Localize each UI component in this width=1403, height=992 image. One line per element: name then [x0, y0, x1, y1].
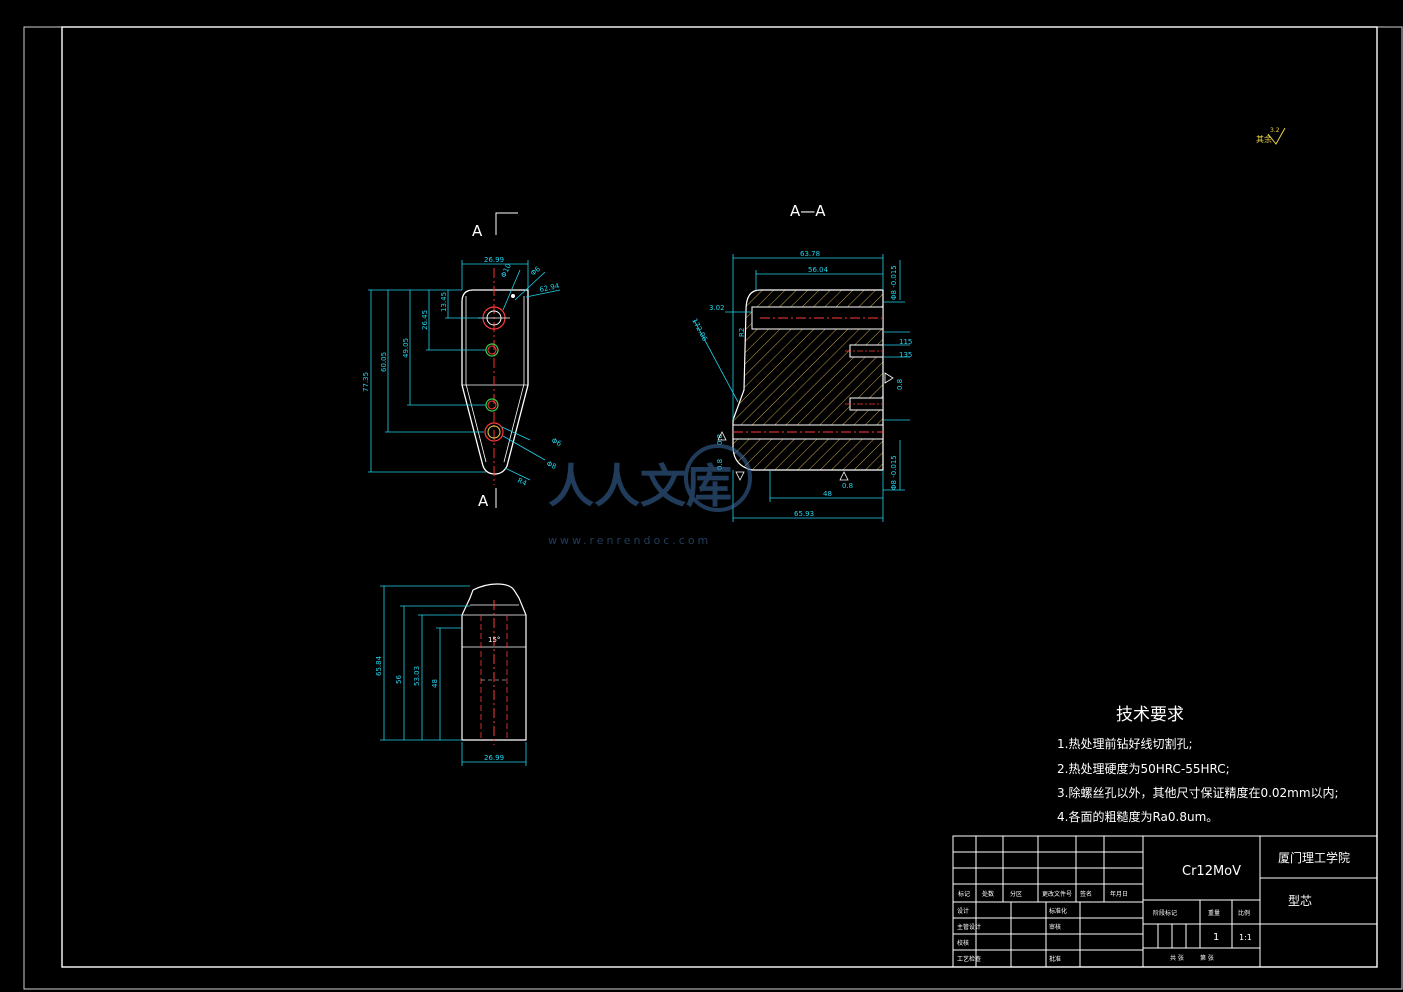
section-mark-top: A: [472, 222, 483, 240]
title-block-text: Cr12MoV 厦门理工学院 型芯 标记 处数 分区 更改文件号 签名 年月日 …: [957, 850, 1350, 963]
dim-ra-bottom: 0.8: [842, 482, 853, 490]
dim-ra-right: 0.8: [896, 379, 904, 390]
watermark: 人人文库 www.renrendoc.com: [548, 444, 752, 547]
dim-tol-top: Φ8 -0.015: [890, 265, 898, 300]
header-count: 处数: [982, 890, 994, 898]
header-date: 年月日: [1110, 890, 1128, 898]
roughness-symbol-icon: [839, 471, 849, 481]
section-view: A—A: [690, 202, 912, 522]
watermark-text: 人人文库: [548, 459, 732, 513]
school-name: 厦门理工学院: [1278, 850, 1350, 865]
sheet-number: 第 张: [1200, 954, 1214, 962]
dim-ra-mid: 0.8: [716, 434, 724, 445]
title-block: [952, 835, 1378, 968]
tech-item-3: 3.除螺丝孔以外，其他尺寸保证精度在0.02mm以内;: [1057, 785, 1339, 800]
header-zone: 分区: [1010, 890, 1022, 898]
dim-w-inner: 56.04: [808, 266, 829, 274]
quantity: 1: [1213, 932, 1219, 943]
tech-title: 技术要求: [1116, 705, 1184, 725]
dim-h5: 77.35: [362, 372, 370, 392]
dim-h-53: 53.03: [413, 666, 421, 686]
row-process: 工艺检查: [957, 955, 981, 963]
weight-label: 重量: [1208, 909, 1220, 917]
dim-width: 26.99: [484, 754, 504, 762]
row-review: 审核: [1049, 923, 1061, 931]
watermark-url: www.renrendoc.com: [548, 534, 711, 547]
tech-requirements: 技术要求 1.热处理前钻好线切割孔; 2.热处理硬度为50HRC-55HRC; …: [1057, 705, 1339, 824]
part-name: 型芯: [1288, 894, 1312, 908]
header-sign: 签名: [1080, 890, 1092, 898]
side-angle: 15°: [488, 636, 500, 644]
dim-tol-bottom: Φ8 -0.015: [890, 455, 898, 490]
inner-frame: [61, 26, 1378, 968]
scale-label: 比例: [1238, 909, 1250, 917]
roughness-value: 3.2: [1270, 127, 1280, 134]
dim-h-total: 65.84: [375, 655, 383, 676]
side-view: 15° 65.84 56 53.03 48 26.99: [375, 583, 527, 766]
dim-w-48: 48: [823, 490, 832, 498]
row-check: 校核: [957, 939, 969, 947]
dim-w-bottom: 65.93: [794, 510, 814, 518]
roughness-symbol-icon: [717, 431, 727, 441]
scale: 1:1: [1239, 933, 1252, 942]
side-outline: [461, 583, 527, 741]
dim-h4: 60.05: [380, 352, 388, 372]
section-mark-bottom: A: [478, 492, 489, 510]
roughness-symbol-icon: [1267, 127, 1286, 145]
roughness-symbol-icon: [884, 372, 894, 384]
dim-r-bottom: R4: [516, 477, 528, 488]
tech-item-4: 4.各面的粗糙度为Ra0.8um。: [1057, 809, 1218, 824]
header-mark: 标记: [958, 890, 970, 898]
roughness-symbol-icon: [735, 471, 745, 481]
roughness-note: 其余 3.2: [1256, 127, 1286, 145]
watermark-logo-icon: [684, 444, 752, 512]
dim-mid2: Φ8: [545, 460, 557, 471]
dim-h-48: 48: [431, 679, 439, 688]
dim-h1: 13.45: [440, 292, 448, 312]
hole-4: [484, 422, 504, 442]
sheet-total: 共 张: [1170, 954, 1184, 962]
dim-top-hole: Φ10: [500, 262, 513, 278]
roughness-label: 其余: [1256, 134, 1272, 144]
dim-h2: 26.45: [421, 310, 429, 330]
stage-label: 阶段标记: [1153, 909, 1177, 917]
row-approve: 批准: [1049, 955, 1061, 963]
dim-left-off: 3.02: [709, 304, 725, 312]
dim-r-inner: R2: [738, 328, 746, 337]
dim-h-56: 56: [395, 675, 403, 684]
tech-item-2: 2.热处理硬度为50HRC-55HRC;: [1057, 761, 1230, 776]
header-file: 更改文件号: [1042, 890, 1072, 898]
dim-ra-left: 0.8: [716, 459, 724, 470]
material: Cr12MoV: [1182, 864, 1241, 879]
tech-item-1: 1.热处理前钻好线切割孔;: [1057, 736, 1193, 751]
section-title: A—A: [790, 202, 826, 220]
dim-width-top: 26.99: [484, 256, 504, 264]
dim-mid: Φ6: [550, 437, 563, 449]
dim-r: Φ6: [529, 265, 542, 278]
row-standard: 标准化: [1049, 907, 1067, 915]
row-design: 设计: [957, 907, 969, 915]
part-outline: [461, 289, 529, 475]
dim-w-top: 63.78: [800, 250, 820, 258]
front-view: A A: [362, 212, 563, 510]
section-arrow-top-icon: [495, 212, 518, 235]
row-chief: 主管设计: [957, 923, 981, 931]
dim-h3: 49.05: [402, 338, 410, 358]
dim-d1: 115: [899, 338, 912, 346]
dim-angle: 172.06: [690, 317, 709, 343]
dim-d2: 135: [899, 351, 912, 359]
